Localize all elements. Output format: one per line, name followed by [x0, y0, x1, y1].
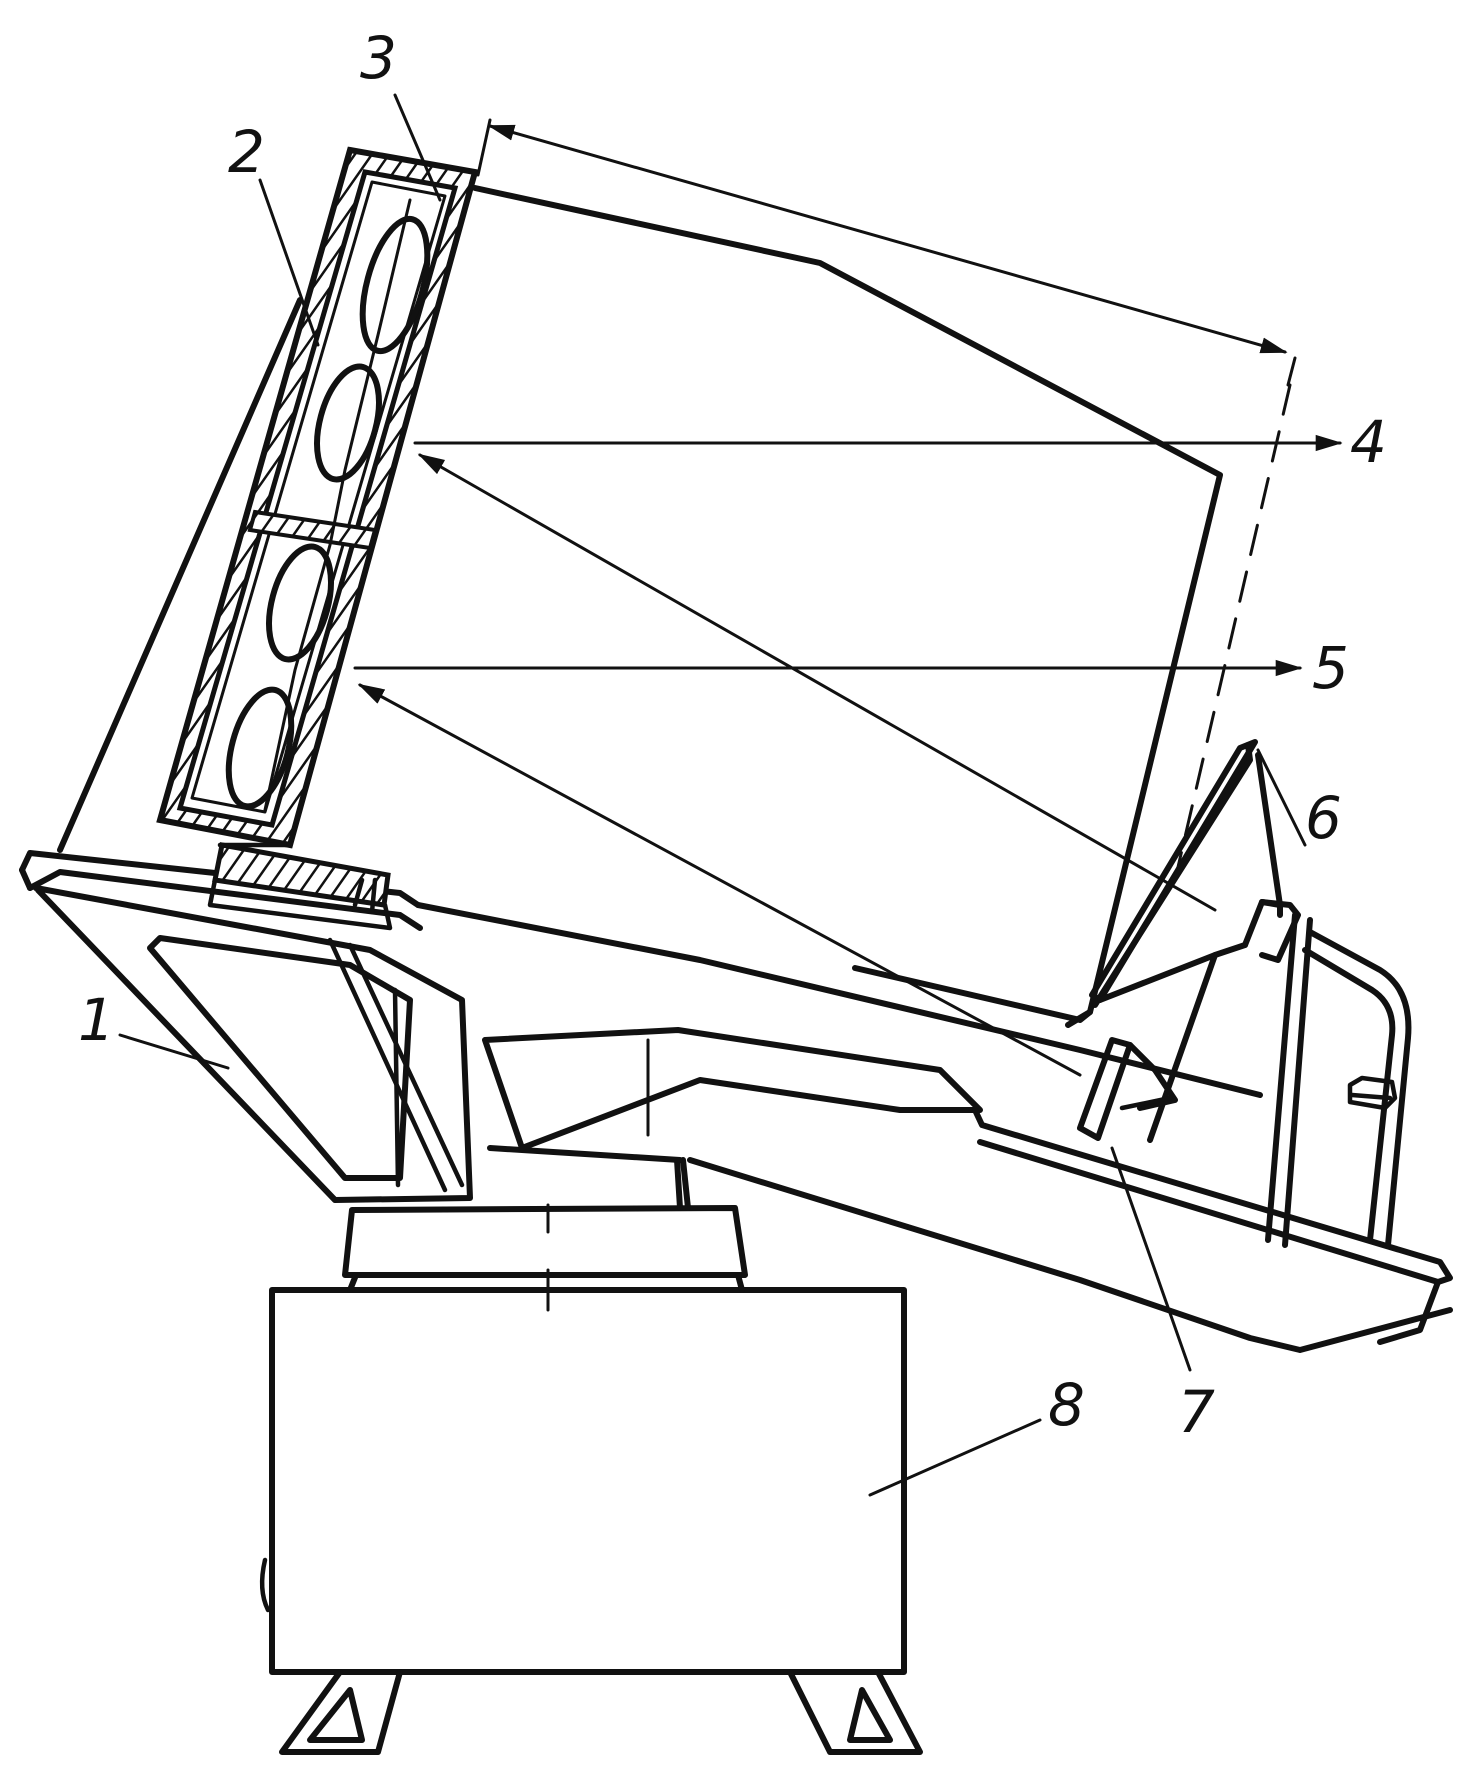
lower-bracket	[1077, 1037, 1178, 1141]
reflector-panel	[156, 146, 479, 849]
callout-7: 7	[1178, 1378, 1215, 1446]
callout-1: 1	[78, 986, 115, 1054]
callout-8: 8	[1048, 1371, 1085, 1439]
panel-strut	[57, 297, 303, 853]
feed-rays	[357, 453, 1217, 1077]
cabinet-feet	[279, 1669, 923, 1755]
turntable-pedestal	[342, 1157, 748, 1312]
callout-6: 6	[1305, 784, 1342, 852]
callout-2: 2	[228, 118, 265, 186]
mount-block	[207, 842, 393, 931]
support-frame	[19, 850, 1453, 1353]
callout-4: 4	[1350, 408, 1387, 476]
dimension-line	[476, 118, 1297, 882]
feed-horn	[1089, 739, 1412, 1248]
callout-labels: 1 2 3 4 5 6 7 8	[78, 24, 1387, 1446]
beam-outline	[472, 185, 1223, 1028]
callout-3: 3	[360, 24, 397, 92]
base-cabinet	[259, 1287, 907, 1675]
leader-lines	[118, 93, 1307, 1497]
callout-5: 5	[1312, 634, 1349, 702]
